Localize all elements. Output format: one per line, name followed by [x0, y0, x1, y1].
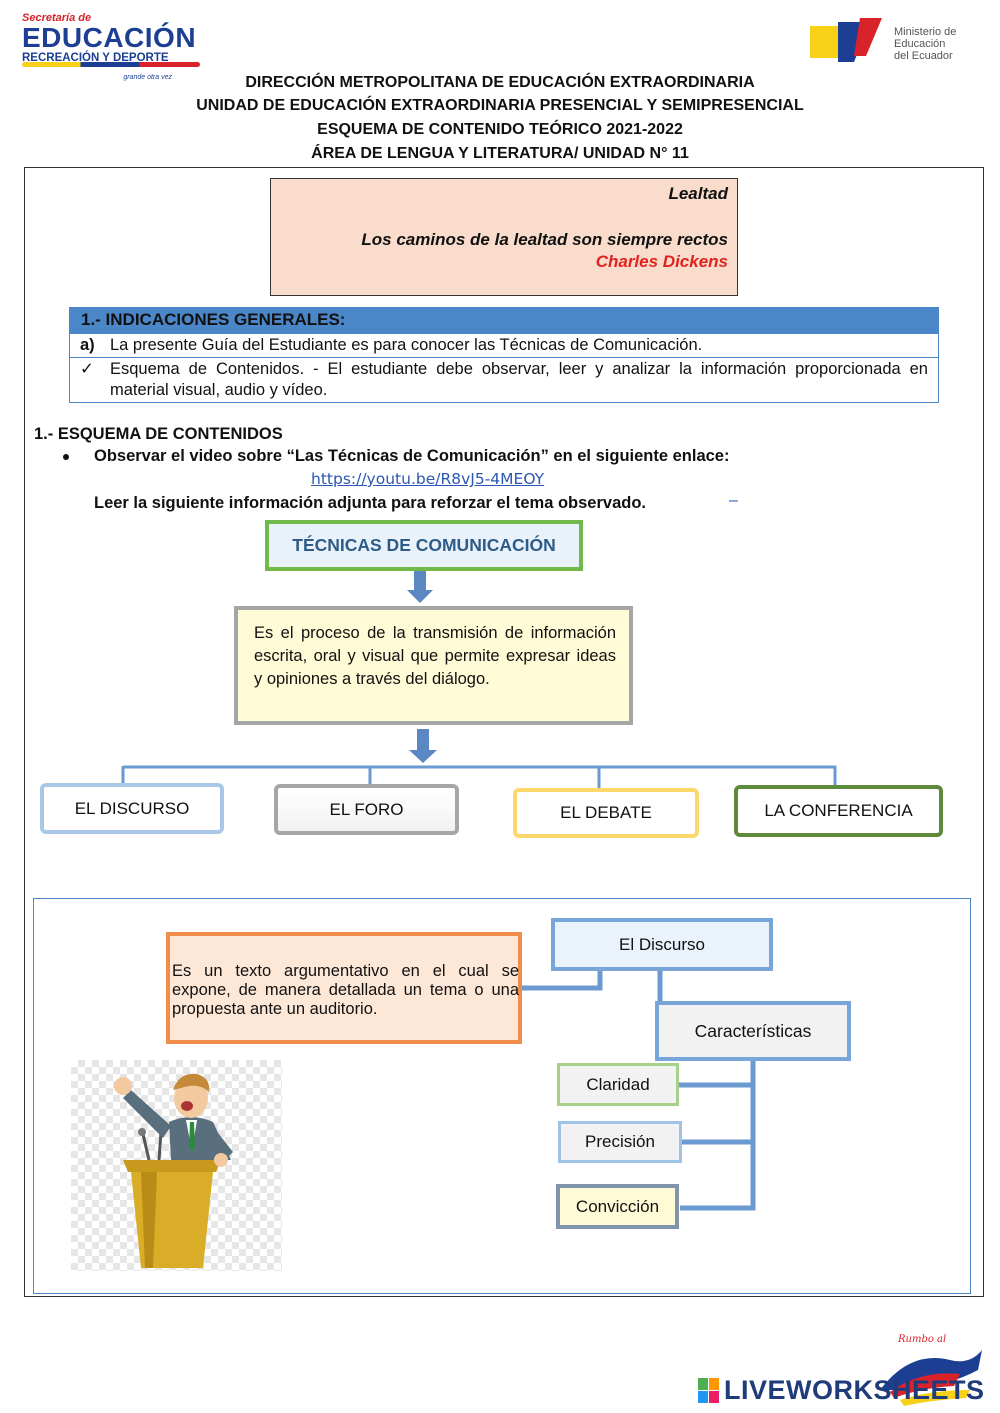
definition-box: Es el proceso de la transmisión de infor…	[234, 606, 633, 725]
bullet-icon	[63, 454, 69, 460]
read-instruction: Leer la siguiente información adjunta pa…	[94, 494, 646, 512]
header-line-1: DIRECCIÓN METROPOLITANA DE EDUCACIÓN EXT…	[245, 74, 755, 91]
caracteristicas-box: Características	[655, 1001, 851, 1061]
header-line-2: UNIDAD DE EDUCACIÓN EXTRAORDINARIA PRESE…	[196, 97, 804, 114]
dash-mark: –	[729, 492, 738, 509]
characteristic-conviccion: Convicción	[556, 1184, 679, 1229]
section-title: 1.- ESQUEMA DE CONTENIDOS	[34, 425, 283, 443]
quote-title: Lealtad	[668, 184, 728, 203]
header-line-4: ÁREA DE LENGUA Y LITERATURA/ UNIDAD N° 1…	[311, 145, 689, 162]
characteristic-claridad: Claridad	[557, 1063, 679, 1106]
discurso-definition-box: Es un texto argumentativo en el cual se …	[166, 932, 522, 1044]
technique-discurso: EL DISCURSO	[40, 783, 224, 834]
techniques-title-box: TÉCNICAS DE COMUNICACIÓN	[265, 520, 583, 571]
indications-row: a) La presente Guía del Estudiante es pa…	[70, 334, 938, 358]
speaker-illustration	[71, 1060, 282, 1271]
secretaria-educacion-logo: Secretaría de EDUCACIÓN RECREACIÓN Y DEP…	[22, 12, 202, 81]
speaker-at-podium-icon	[114, 1073, 233, 1268]
ministerio-educacion-logo: Ministerio de Educación del Ecuador	[810, 18, 980, 70]
el-discurso-box: El Discurso	[551, 918, 773, 971]
bicentenario-logo: Rumbo al	[880, 1334, 982, 1406]
indications-table: 1.- INDICACIONES GENERALES: a) La presen…	[69, 307, 939, 403]
technique-conferencia: LA CONFERENCIA	[734, 785, 943, 837]
ministerio-flag-icon	[810, 18, 882, 62]
discurso-frame	[33, 898, 971, 1294]
quote-text: Los caminos de la lealtad son siempre re…	[361, 230, 728, 249]
definition-text: Es el proceso de la transmisión de infor…	[254, 624, 616, 688]
header-line-3: ESQUEMA DE CONTENIDO TEÓRICO 2021-2022	[317, 121, 683, 138]
discurso-definition-text: Es un texto argumentativo en el cual se …	[172, 962, 519, 1018]
liveworksheets-watermark: LIVEWORKSHEETS	[724, 1375, 985, 1405]
technique-debate: EL DEBATE	[513, 788, 699, 838]
content-frame	[24, 167, 984, 1297]
flag-stripe	[22, 62, 200, 67]
video-instruction: Observar el video sobre “Las Técnicas de…	[94, 447, 730, 465]
indications-title: 1.- INDICACIONES GENERALES:	[70, 308, 938, 334]
characteristic-precision: Precisión	[558, 1121, 682, 1163]
video-link[interactable]: https://youtu.be/R8vJ5-4MEOY	[311, 470, 545, 488]
technique-foro: EL FORO	[274, 784, 459, 835]
checkmark-icon: ✓	[80, 360, 94, 378]
liveworksheets-icon	[698, 1378, 719, 1403]
quote-author: Charles Dickens	[595, 252, 728, 271]
quote-box: Lealtad Los caminos de la lealtad son si…	[270, 178, 738, 296]
svg-text:Rumbo al: Rumbo al	[897, 1334, 946, 1345]
